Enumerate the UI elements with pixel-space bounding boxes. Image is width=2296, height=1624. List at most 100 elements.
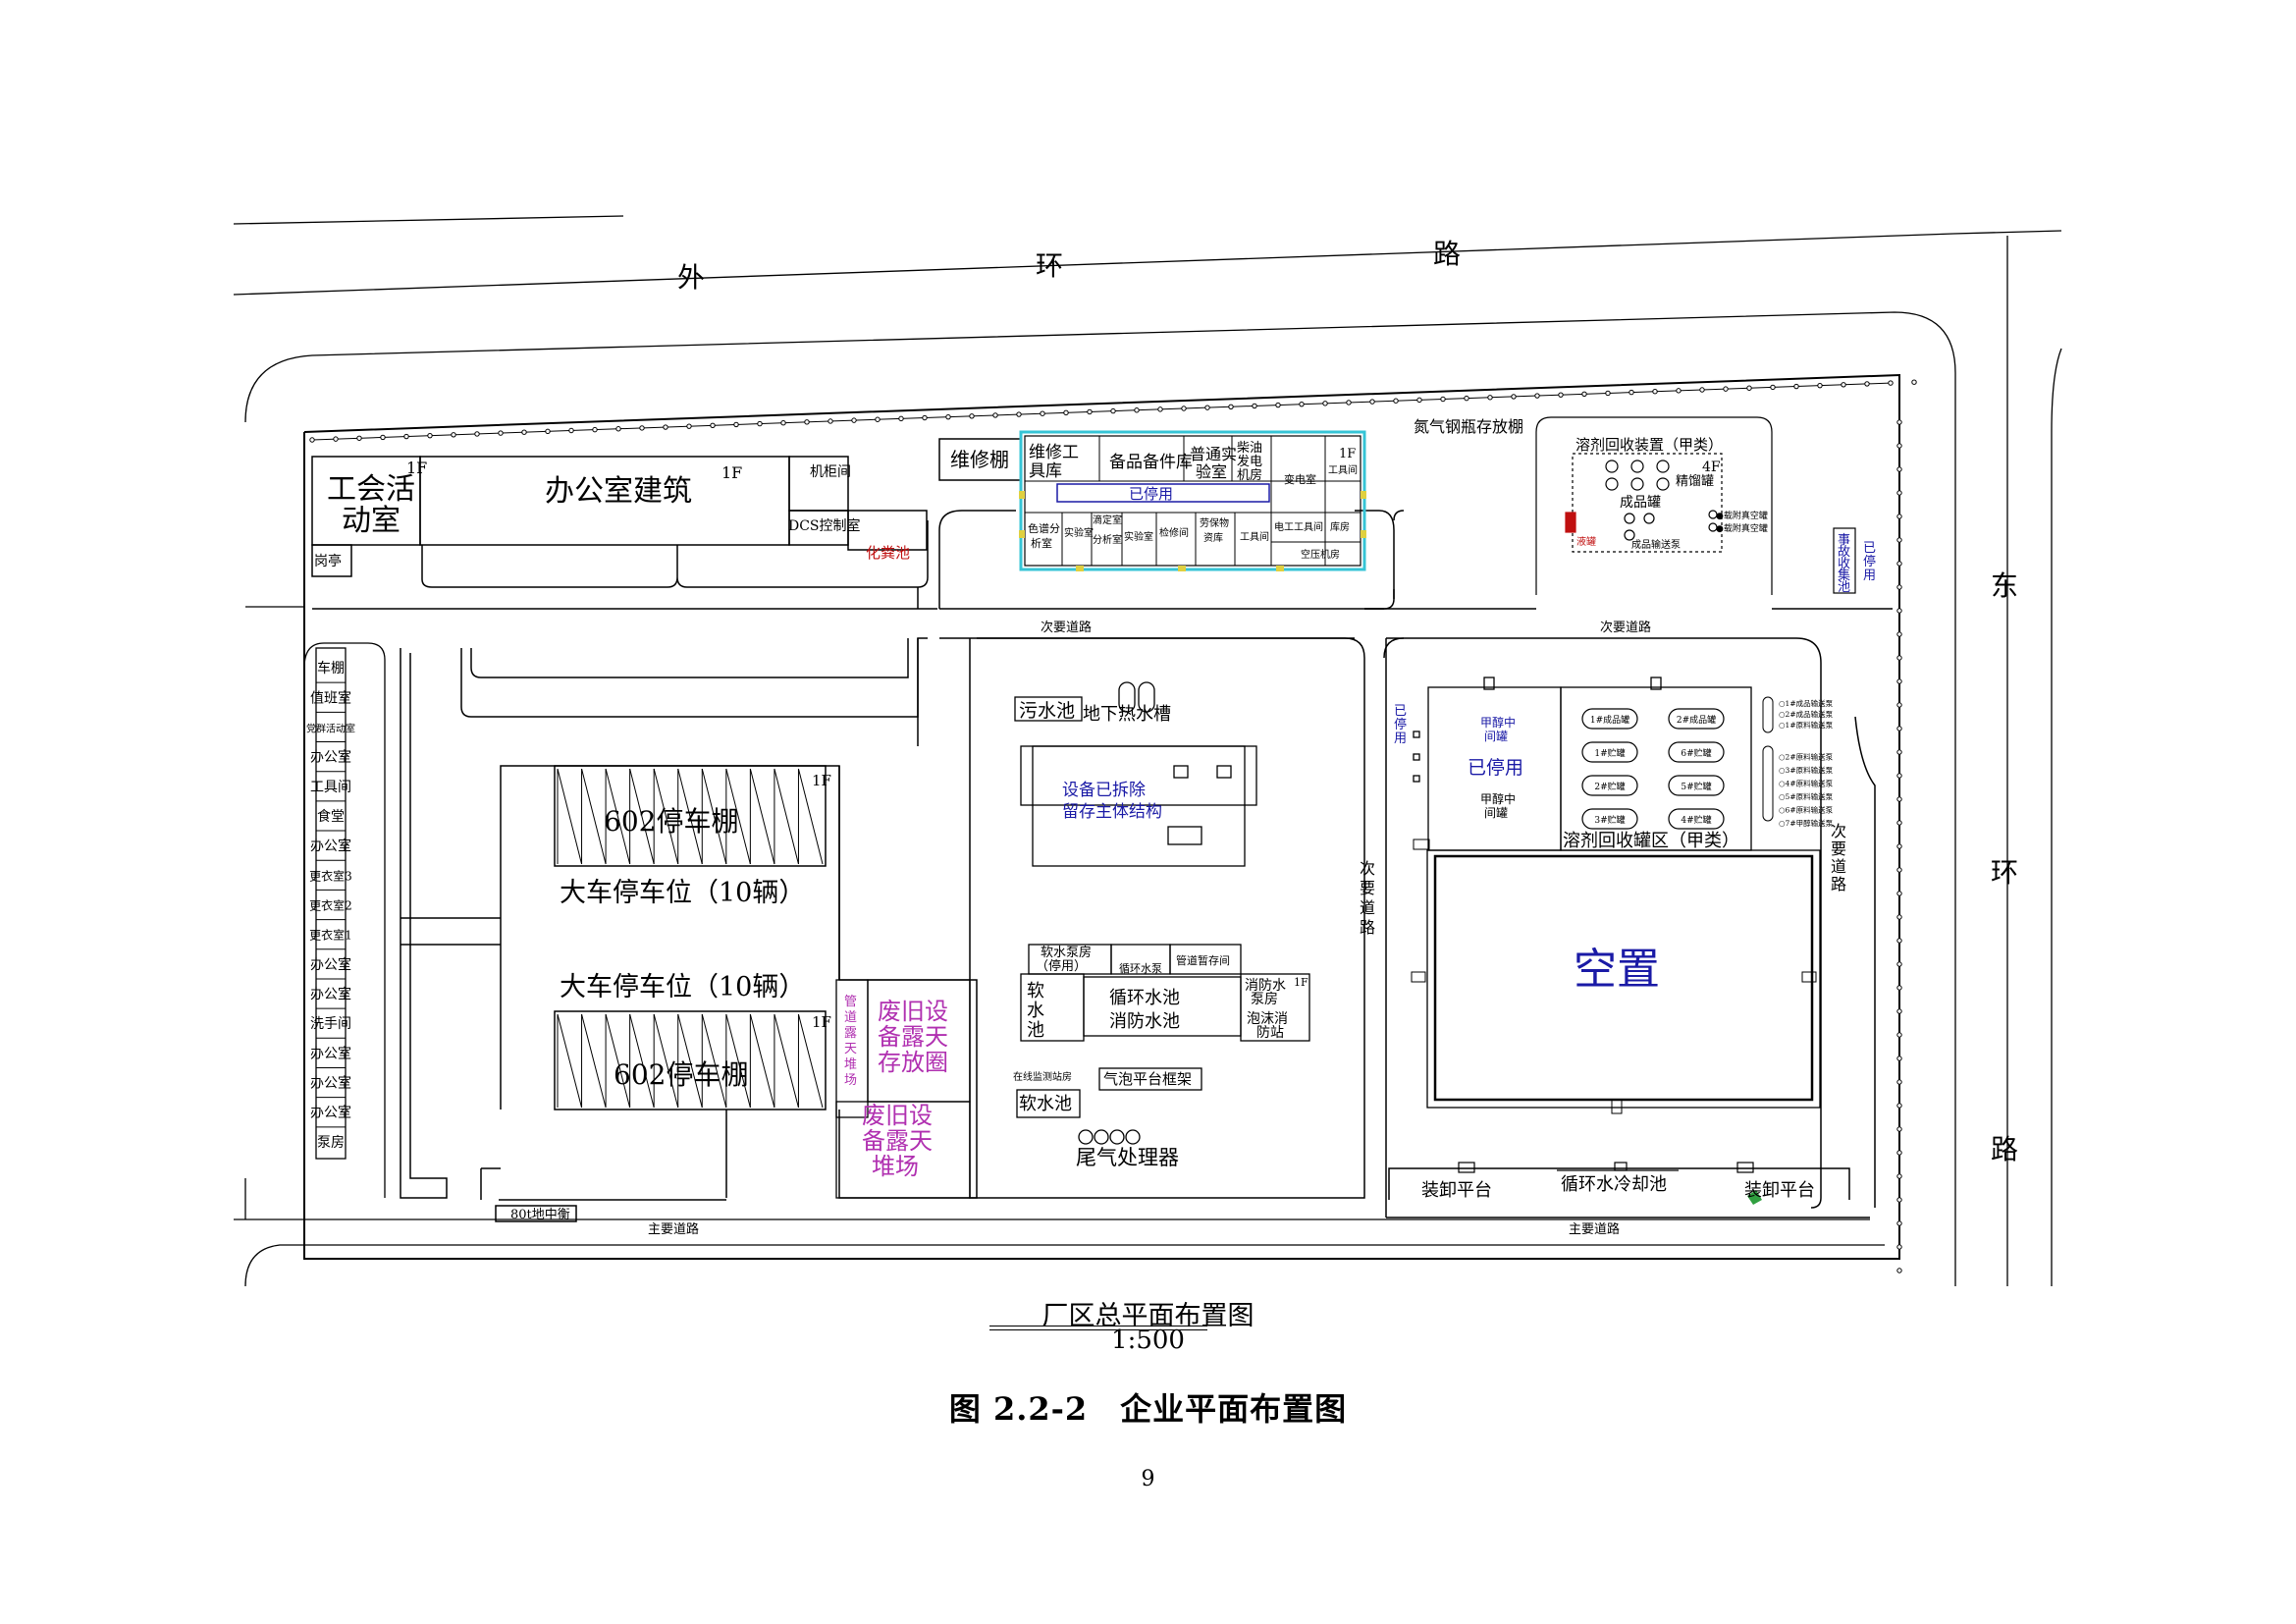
east-ring-road-label: 东 环 路 (1991, 569, 2018, 1165)
fence-post (1369, 399, 1375, 405)
weighbridge-label: 80t地中衡 (510, 1208, 570, 1222)
internal-roads (312, 608, 1893, 1218)
diesel-room-label: 柴油 (1237, 441, 1262, 456)
pipe-yard-char: 管 (844, 995, 857, 1009)
storage-tank (1581, 808, 1638, 830)
parking-shed-floor: 1F (812, 1013, 831, 1031)
waste-equipment-label: 存放圈 (878, 1049, 948, 1076)
north-labels: 工会活 动室 1F 办公室建筑 1F 机柜间 DCS控制室 岗亭 化粪池 维修棚 (314, 448, 1009, 569)
west-room-label: 更衣室2 (309, 898, 352, 913)
pump-label: ○1#成品输送泵 (1779, 698, 1834, 708)
foam-station-label: 防站 (1256, 1025, 1284, 1041)
hatch-line (774, 1013, 799, 1109)
fence-post (380, 434, 386, 441)
fence-post (1087, 408, 1093, 415)
fence-post (1896, 961, 1902, 967)
pipe-yard-char: 露 (844, 1026, 857, 1041)
product-pump-label: 成品输送泵 (1631, 538, 1681, 551)
fence-post (1896, 419, 1902, 425)
secondary-road-char: 次 (1360, 859, 1375, 878)
fire-pool-label: 消防水池 (1109, 1011, 1180, 1032)
fence-post (1896, 1197, 1902, 1203)
accident-pool-char: 集 (1838, 568, 1850, 583)
fence-post (1440, 396, 1446, 403)
west-room-label: 办公室 (310, 956, 351, 973)
hatch-line (725, 1013, 751, 1109)
fence-post (1896, 891, 1902, 896)
fence-post (403, 433, 409, 440)
hatch-line (677, 1013, 703, 1109)
secondary-road-char: 次 (1831, 822, 1846, 840)
west-room-label: 值班室 (310, 689, 351, 706)
stopped-label: 已停用 (1129, 485, 1173, 503)
fence-post (1896, 584, 1902, 590)
figure-caption: 图 2.2-2 企业平面布置图 (948, 1390, 1348, 1428)
storage-tank-label: 6#贮罐 (1681, 747, 1711, 759)
east-ring-char: 路 (1991, 1133, 2018, 1165)
fence-post (1275, 402, 1281, 408)
hatch-line (701, 1013, 727, 1109)
waste-equipment-label: 废旧设 (862, 1102, 933, 1129)
storage-tank-label: 3#贮罐 (1594, 814, 1625, 826)
waste-equipment-label: 备露天 (862, 1127, 933, 1155)
fence-post (356, 435, 362, 441)
solvent-unit-title: 溶剂回收装置（甲类） (1575, 436, 1723, 454)
sewage-pool-label: 污水池 (1019, 700, 1075, 722)
fence-post (1629, 389, 1634, 396)
fence-post (1204, 405, 1210, 410)
loading-platform-label: 装卸平台 (1744, 1180, 1815, 1201)
foam-station-label: 泡沫消 (1247, 1011, 1288, 1027)
hatch-line (629, 768, 655, 865)
warehouse-label: 库房 (1330, 520, 1350, 533)
nitrogen-shed-label: 氮气钢瓶存放棚 (1414, 417, 1523, 436)
fence-post (1896, 985, 1902, 991)
accident-pool (1833, 527, 1856, 594)
pipe-yard-char: 堆 (844, 1057, 857, 1072)
fence-post (1896, 938, 1902, 944)
secondary-road-char: 路 (1831, 875, 1846, 893)
fence-post (1746, 385, 1752, 391)
hatch-line (629, 1013, 655, 1109)
fence-post (451, 432, 456, 438)
fence-post (545, 428, 551, 435)
plan-scale: 1:500 (1111, 1326, 1185, 1355)
vacuum-tank-label: ●载附真空罐 (1716, 510, 1768, 521)
storage-tank-label: 2#成品罐 (1677, 714, 1716, 726)
fence-post (1896, 820, 1902, 826)
fence-post (1911, 379, 1917, 385)
west-room-list: 车棚值班室党群活动室办公室工具间食堂办公室更衣室3更衣室2更衣室1办公室办公室洗… (306, 660, 355, 1151)
stopped-vertical-label: 已 停 用 (1863, 541, 1876, 583)
lab-block-labels: 维修工 具库 备品备件库 普通实 验室 柴油 发电 机房 变电室 1F 工具间 … (1028, 441, 1358, 561)
fence-post (1896, 1056, 1902, 1061)
tool-room-label: 工具间 (1240, 530, 1269, 543)
fence-post (639, 425, 645, 431)
storage-tank (1668, 741, 1725, 763)
hatch-line (581, 768, 607, 865)
stopped-char: 已 (1863, 541, 1876, 556)
fence-post (498, 430, 504, 436)
fence-post (1896, 678, 1902, 684)
fence-post (1896, 443, 1902, 449)
hatch-line (701, 768, 727, 865)
main-road-label: 主要道路 (648, 1221, 699, 1237)
fence-post (1896, 1126, 1902, 1132)
general-lab-label: 普通实 (1190, 445, 1237, 463)
fence-post (875, 416, 881, 422)
east-ring-char: 东 (1991, 569, 2018, 602)
fence-post (1699, 387, 1705, 393)
west-room-label: 党群活动室 (306, 722, 355, 734)
substation-label: 变电室 (1284, 472, 1316, 486)
soft-pump-room-label: 软水泵房 (1041, 945, 1092, 960)
fence-post (1896, 1103, 1902, 1109)
storage-tank-label: 2#贮罐 (1594, 781, 1625, 792)
fence-post (663, 424, 668, 430)
page-number: 9 (1141, 1467, 1155, 1491)
dcs-room-label: DCS控制室 (788, 517, 861, 534)
general-lab-label: 验室 (1196, 462, 1227, 481)
fence-post (1299, 401, 1305, 407)
fence-post (1817, 382, 1823, 389)
fence-post (1896, 1150, 1902, 1156)
secondary-road-char: 道 (1831, 857, 1846, 876)
fence-post (1770, 384, 1776, 391)
methanol-tank-label: 甲醇中 (1480, 791, 1516, 806)
